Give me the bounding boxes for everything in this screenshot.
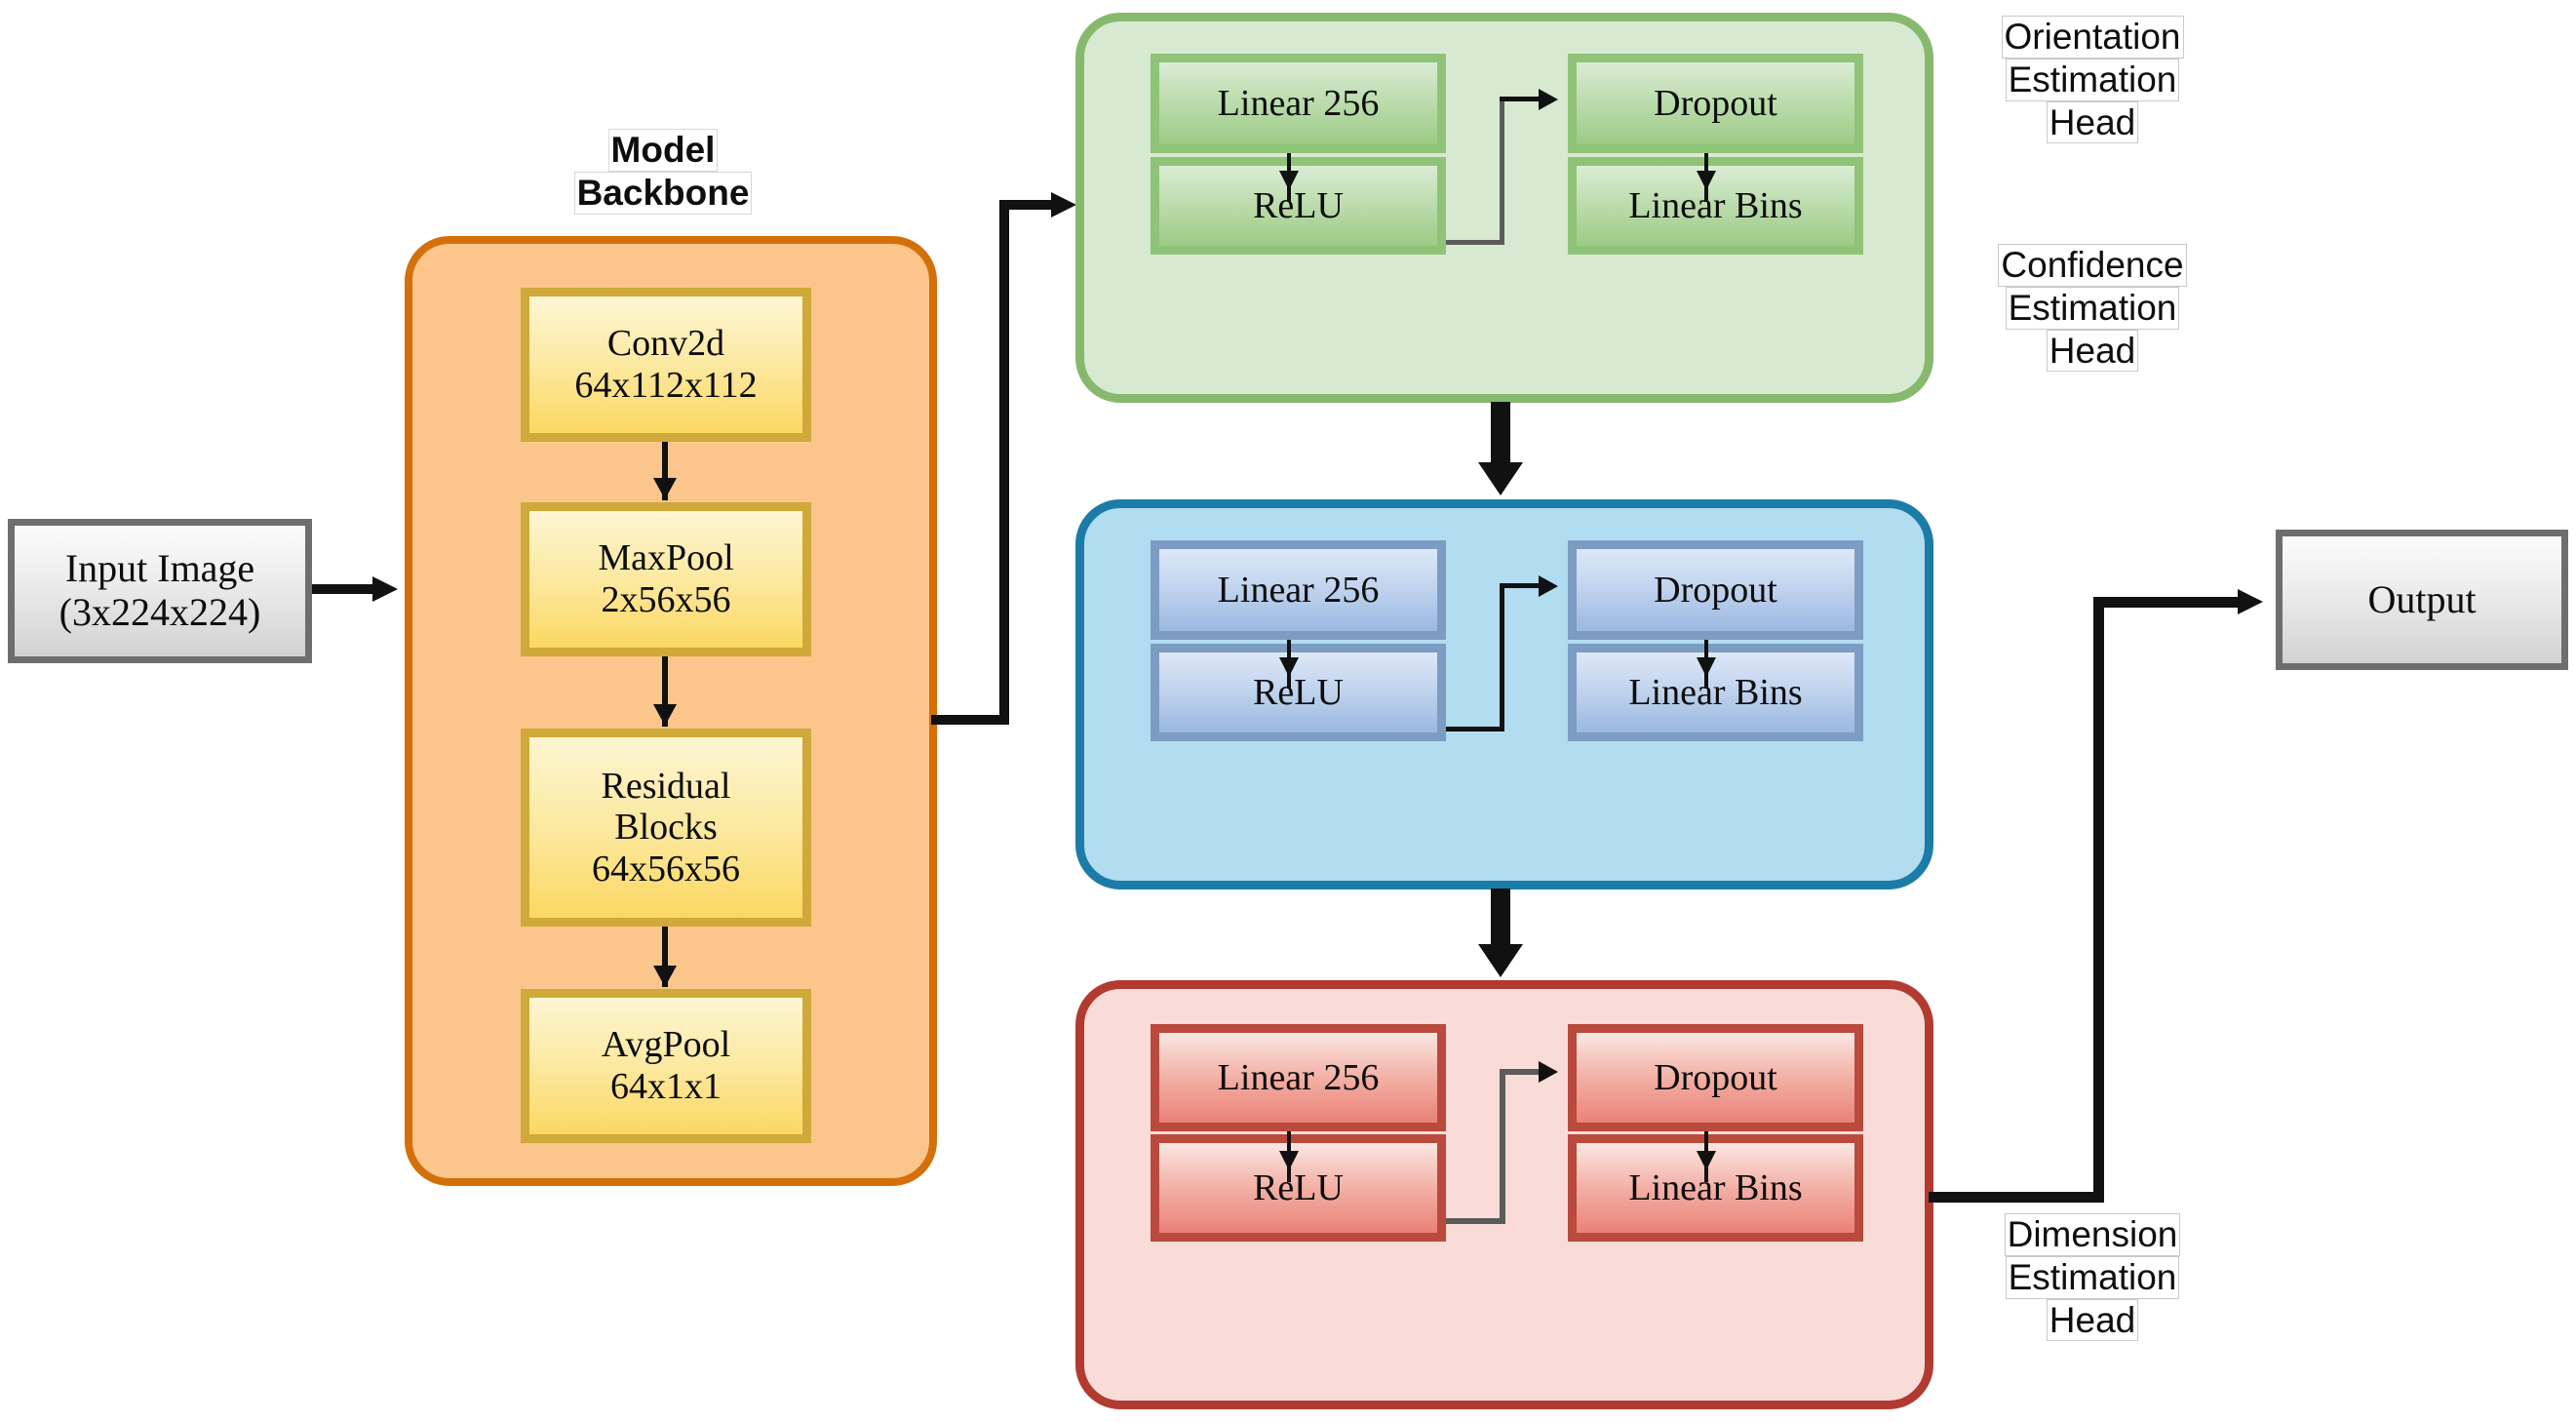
dimension-to-output-seg-h2 [2093,597,2249,608]
orientation-node-relu: ReLU [1151,157,1446,255]
confidence-linearbins-label: Linear Bins [1628,671,1803,713]
orientation-head-label-line3: Head [2046,100,2139,144]
conv2d-line1: Conv2d [606,323,725,365]
dimension-linearbins-label: Linear Bins [1628,1166,1803,1208]
model-backbone-label: Model Backbone [548,129,778,215]
dimension-to-output-seg-v [2093,597,2104,1203]
orientation-relu-to-dropout-seg-h2 [1500,97,1546,101]
orientation-linear256-label: Linear 256 [1217,82,1380,124]
dimension-relu-to-dropout-seg-h1 [1446,1218,1504,1224]
dimension-head-label: Dimension Estimation Head [1952,1213,2233,1342]
orientation-node-linear256: Linear 256 [1151,54,1446,153]
dimension-relu-label: ReLU [1253,1166,1344,1208]
orientation-head-label-line1: Orientation [2001,16,2184,59]
orientation-to-confidence-line [1491,402,1510,472]
maxpool-line2: 2x56x56 [601,579,731,620]
confidence-relu-to-dropout-seg-h2 [1500,583,1546,588]
backbone-to-orientation-arrowhead [1051,192,1076,217]
confidence-head-label-line1: Confidence [1998,244,2187,287]
orientation-dropout-to-bins-arrowhead [1697,171,1716,190]
confidence-linear256-label: Linear 256 [1217,569,1380,611]
dimension-head-label-line1: Dimension [2004,1213,2181,1256]
dimension-linear256-label: Linear 256 [1217,1056,1380,1098]
dimension-linear-to-relu-arrowhead [1279,1151,1299,1170]
dimension-dropout-to-bins-arrowhead [1697,1151,1716,1170]
confidence-node-dropout: Dropout [1568,540,1863,640]
input-image-line1: Input Image [64,546,255,591]
confidence-head-label-line3: Head [2046,329,2139,373]
dimension-relu-to-dropout-seg-h2 [1500,1069,1546,1075]
confidence-node-linear-bins: Linear Bins [1568,644,1863,741]
input-to-backbone-line [312,584,384,594]
orientation-head-label: Orientation Estimation Head [1952,16,2233,144]
dimension-relu-to-dropout-arrowhead [1539,1061,1558,1083]
dimension-to-output-arrowhead [2238,589,2263,614]
input-image-line2: (3x224x224) [59,590,261,634]
model-backbone-label-line1: Model [607,129,719,172]
backbone-to-orientation-seg-v [999,200,1009,725]
confidence-head-label-line2: Estimation [2005,286,2180,330]
maxpool-to-residual-arrowhead [653,704,677,726]
dimension-node-dropout: Dropout [1568,1024,1863,1131]
backbone-to-orientation-seg-h1 [931,715,1009,725]
confidence-dropout-label: Dropout [1654,569,1777,611]
conv2d-to-maxpool-line [662,442,668,500]
orientation-linear-to-relu-arrowhead [1279,171,1299,190]
orientation-relu-to-dropout-arrowhead [1539,89,1558,110]
backbone-node-maxpool: MaxPool 2x56x56 [521,502,811,656]
confidence-node-linear256: Linear 256 [1151,540,1446,640]
confidence-dropout-to-bins-arrowhead [1697,657,1716,677]
conv2d-line2: 64x112x112 [574,365,758,406]
dimension-relu-to-dropout-seg-v [1500,1069,1505,1224]
confidence-linear-to-relu-arrowhead [1279,657,1299,677]
orientation-to-confidence-arrowhead [1478,462,1523,495]
output-label: Output [2367,576,2477,621]
orientation-node-dropout: Dropout [1568,54,1863,153]
avgpool-line1: AvgPool [601,1024,731,1066]
residual-to-avgpool-arrowhead [653,966,677,987]
conv2d-to-maxpool-arrowhead [653,478,677,499]
residual-line1: Residual [601,765,731,807]
input-to-backbone-arrowhead [372,576,398,602]
backbone-to-orientation-seg-h2 [999,200,1062,210]
input-image-box: Input Image (3x224x224) [8,519,312,663]
orientation-linearbins-label: Linear Bins [1628,184,1803,226]
confidence-relu-to-dropout-arrowhead [1539,575,1558,597]
backbone-node-avgpool: AvgPool 64x1x1 [521,989,811,1143]
confidence-relu-label: ReLU [1253,671,1344,713]
maxpool-line1: MaxPool [598,537,734,579]
orientation-dropout-label: Dropout [1654,82,1777,124]
confidence-to-dimension-arrowhead [1478,944,1523,977]
dimension-node-relu: ReLU [1151,1134,1446,1242]
dimension-to-output-seg-h1 [1929,1192,2102,1203]
model-backbone-label-line2: Backbone [573,171,753,215]
backbone-node-conv2d: Conv2d 64x112x112 [521,288,811,442]
confidence-to-dimension-line [1491,889,1510,953]
residual-line3: 64x56x56 [592,848,740,889]
confidence-head-label: Confidence Estimation Head [1952,244,2233,373]
orientation-head-label-line2: Estimation [2005,58,2180,101]
maxpool-to-residual-line [662,656,668,727]
dimension-head-label-line2: Estimation [2005,1255,2180,1299]
dimension-head-label-line3: Head [2046,1298,2139,1342]
confidence-relu-to-dropout-seg-h1 [1446,727,1504,731]
residual-line2: Blocks [614,807,718,849]
backbone-node-residual-blocks: Residual Blocks 64x56x56 [521,729,811,927]
dimension-node-linear256: Linear 256 [1151,1024,1446,1131]
output-box: Output [2276,530,2568,670]
residual-to-avgpool-line [662,927,668,987]
avgpool-line2: 64x1x1 [610,1066,722,1107]
confidence-relu-to-dropout-seg-v [1500,583,1504,731]
orientation-relu-to-dropout-seg-v [1500,97,1504,245]
dimension-dropout-label: Dropout [1654,1056,1777,1098]
dimension-node-linear-bins: Linear Bins [1568,1134,1863,1242]
orientation-relu-label: ReLU [1253,184,1344,226]
orientation-relu-to-dropout-seg-h1 [1446,240,1504,245]
